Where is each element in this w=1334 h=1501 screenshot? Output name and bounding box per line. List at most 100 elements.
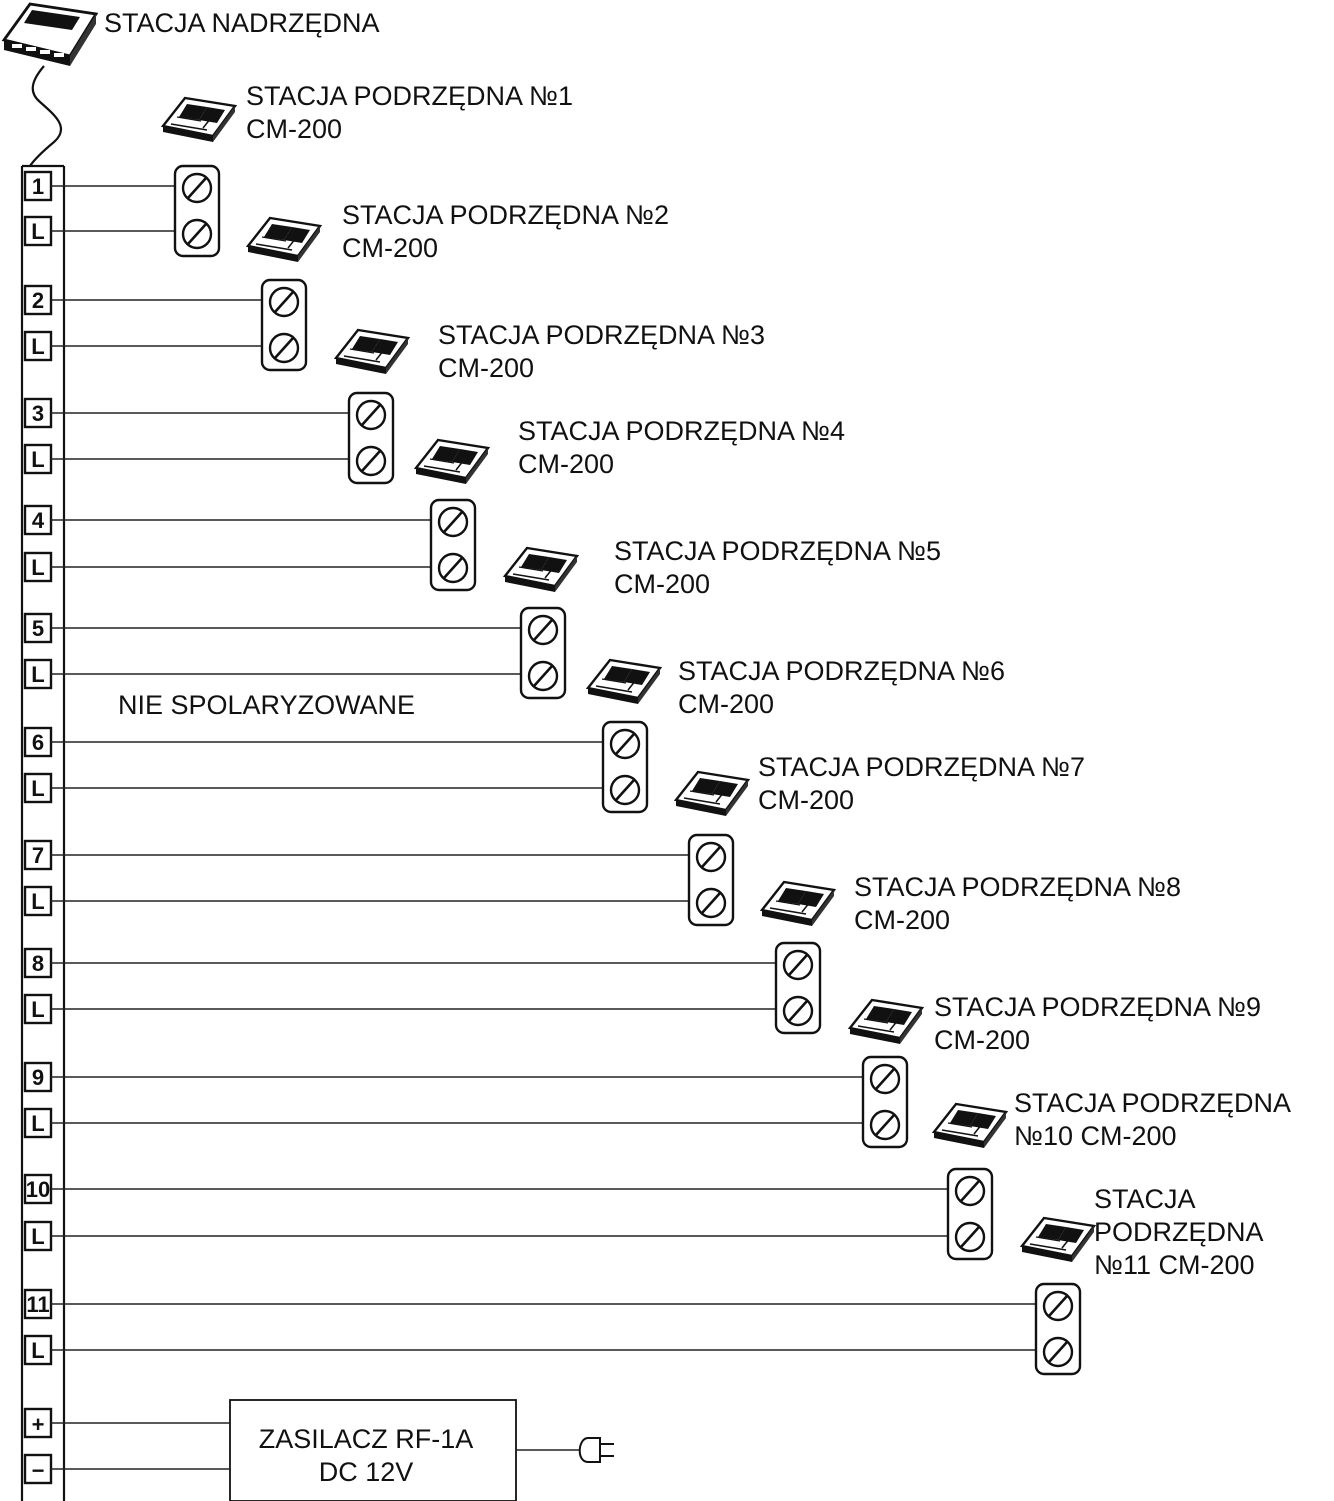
terminal-L: L xyxy=(23,551,53,583)
wire-top xyxy=(51,627,544,636)
slave-station-label: CM-200 xyxy=(758,785,854,815)
svg-text:L: L xyxy=(31,662,44,687)
terminal-9: 9 xyxy=(23,1061,53,1093)
slave-station-label: CM-200 xyxy=(518,449,614,479)
screw-terminal-block xyxy=(429,498,477,592)
svg-text:L: L xyxy=(31,889,44,914)
slave-station-label: STACJA PODRZĘDNA №5 xyxy=(614,536,941,566)
master-station-label: STACJA NADRZĘDNA xyxy=(104,8,380,38)
screw-terminal-block xyxy=(260,278,308,372)
terminal-L: L xyxy=(23,772,53,804)
slave-station-icon xyxy=(414,438,490,486)
svg-text:8: 8 xyxy=(32,951,44,976)
power-supply-label-line1: ZASILACZ RF-1A xyxy=(259,1424,474,1454)
slave-station-label: STACJA PODRZĘDNA №9 xyxy=(934,992,1261,1022)
wire-top xyxy=(51,299,285,308)
slave-station-label: STACJA xyxy=(1094,1184,1196,1214)
slave-station-label: CM-200 xyxy=(678,689,774,719)
wire-top xyxy=(51,1188,971,1197)
terminal-L: L xyxy=(23,443,53,475)
slave-station-icon xyxy=(848,998,924,1046)
slave-station-label: STACJA PODRZĘDNA xyxy=(1014,1088,1291,1118)
svg-text:L: L xyxy=(31,1111,44,1136)
svg-text:+: + xyxy=(32,1412,45,1437)
svg-text:L: L xyxy=(31,1224,44,1249)
terminal-L: L xyxy=(23,1220,53,1252)
screw-terminal-block xyxy=(347,391,395,485)
svg-text:10: 10 xyxy=(26,1177,50,1202)
svg-text:3: 3 xyxy=(32,401,44,426)
terminal-L: L xyxy=(23,215,53,247)
screw-terminal-block xyxy=(861,1055,909,1149)
svg-text:L: L xyxy=(31,334,44,359)
plug-icon xyxy=(578,1437,614,1463)
terminal-3: 3 xyxy=(23,397,53,429)
master-station-icon xyxy=(1,2,99,66)
slave-station-icon xyxy=(503,546,579,594)
svg-text:L: L xyxy=(31,997,44,1022)
svg-text:9: 9 xyxy=(32,1065,44,1090)
wire-top xyxy=(51,519,454,528)
slave-station-label: CM-200 xyxy=(342,233,438,263)
slave-station-label: CM-200 xyxy=(854,905,950,935)
minus-terminal: − xyxy=(23,1453,53,1485)
slave-station-label: №11 CM-200 xyxy=(1094,1250,1255,1280)
power-supply: ZASILACZ RF-1A DC 12V xyxy=(229,1399,517,1501)
slave-station-icon xyxy=(161,96,237,144)
terminal-5: 5 xyxy=(23,612,53,644)
terminal-6: 6 xyxy=(23,726,53,758)
svg-text:L: L xyxy=(31,1338,44,1363)
wire-top xyxy=(51,1076,886,1085)
terminal-2: 2 xyxy=(23,284,53,316)
slave-station-label: CM-200 xyxy=(438,353,534,383)
svg-text:L: L xyxy=(31,447,44,472)
wire-top xyxy=(51,962,799,971)
svg-text:5: 5 xyxy=(32,616,44,641)
terminal-L: L xyxy=(23,330,53,362)
svg-text:1: 1 xyxy=(32,174,44,199)
slave-station-label: CM-200 xyxy=(246,114,342,144)
slave-station-icon xyxy=(674,770,750,818)
screw-terminal-block xyxy=(687,833,735,927)
slave-station-label: STACJA PODRZĘDNA №7 xyxy=(758,752,1085,782)
terminal-1: 1 xyxy=(23,170,53,202)
wire-top xyxy=(51,741,626,750)
terminal-L: L xyxy=(23,1107,53,1139)
slave-station-label: CM-200 xyxy=(614,569,710,599)
terminal-8: 8 xyxy=(23,947,53,979)
wire-top xyxy=(51,854,712,863)
screw-terminal-block xyxy=(173,164,221,258)
terminal-L: L xyxy=(23,993,53,1025)
slave-station-label: STACJA PODRZĘDNA №2 xyxy=(342,200,669,230)
master-cable xyxy=(29,65,62,167)
power-supply-label-line2: DC 12V xyxy=(319,1457,414,1487)
slave-station-icon xyxy=(1020,1216,1096,1264)
screw-terminal-block xyxy=(601,720,649,814)
slave-station-icon xyxy=(246,216,322,264)
screw-terminal-block xyxy=(946,1167,994,1261)
slave-station-label: PODRZĘDNA xyxy=(1094,1217,1264,1247)
svg-text:L: L xyxy=(31,776,44,801)
slave-station-icon xyxy=(586,658,662,706)
slave-station-icon xyxy=(760,880,836,928)
svg-text:11: 11 xyxy=(26,1292,49,1317)
screw-terminal-block xyxy=(1034,1282,1082,1376)
slave-station-label: STACJA PODRZĘDNA №8 xyxy=(854,872,1181,902)
slave-station-label: STACJA PODRZĘDNA №3 xyxy=(438,320,765,350)
svg-text:−: − xyxy=(32,1458,45,1483)
svg-text:L: L xyxy=(31,219,44,244)
non-polarized-note: NIE SPOLARYZOWANE xyxy=(118,690,415,720)
terminal-4: 4 xyxy=(23,504,53,536)
svg-text:6: 6 xyxy=(32,730,44,755)
wire-top xyxy=(51,1303,1059,1312)
svg-text:7: 7 xyxy=(32,843,44,868)
svg-text:4: 4 xyxy=(32,508,45,533)
svg-text:2: 2 xyxy=(32,288,44,313)
screw-terminal-block xyxy=(774,941,822,1035)
slave-station-icon xyxy=(932,1102,1008,1150)
slave-station-label: STACJA PODRZĘDNA №4 xyxy=(518,416,845,446)
terminal-L: L xyxy=(23,885,53,917)
svg-text:L: L xyxy=(31,555,44,580)
